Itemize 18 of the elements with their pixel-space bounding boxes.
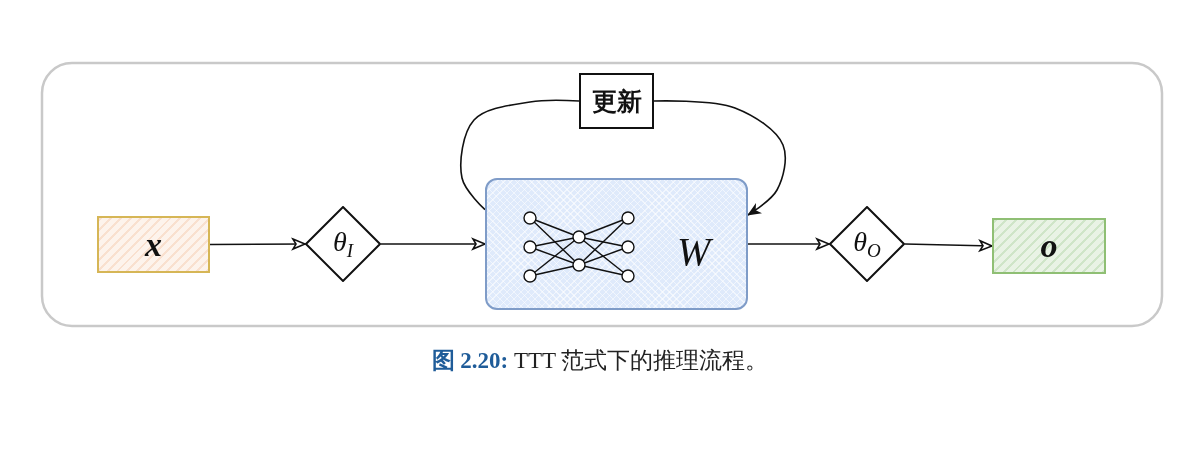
- math-label: o: [1040, 229, 1058, 263]
- arrow: [904, 239, 993, 252]
- decision-diamond: [305, 206, 381, 282]
- math-label: θ$_{O}$: [853, 228, 881, 260]
- arrow: [653, 100, 787, 216]
- box-label: 更新: [591, 88, 642, 114]
- output-box: [992, 218, 1106, 274]
- process-box: [579, 73, 654, 129]
- math-label: x: [145, 227, 162, 262]
- arrow: [380, 238, 486, 250]
- decision-diamond: [829, 206, 905, 282]
- math-label: θ$_{I}$: [332, 228, 354, 260]
- connector-line: [460, 99, 580, 211]
- input-box: [97, 216, 210, 273]
- arrow: [747, 238, 830, 250]
- figure-caption: 图 2.20: TTT 范式下的推理流程。: [431, 348, 769, 373]
- model-box: [485, 178, 748, 310]
- arrow: [209, 238, 306, 250]
